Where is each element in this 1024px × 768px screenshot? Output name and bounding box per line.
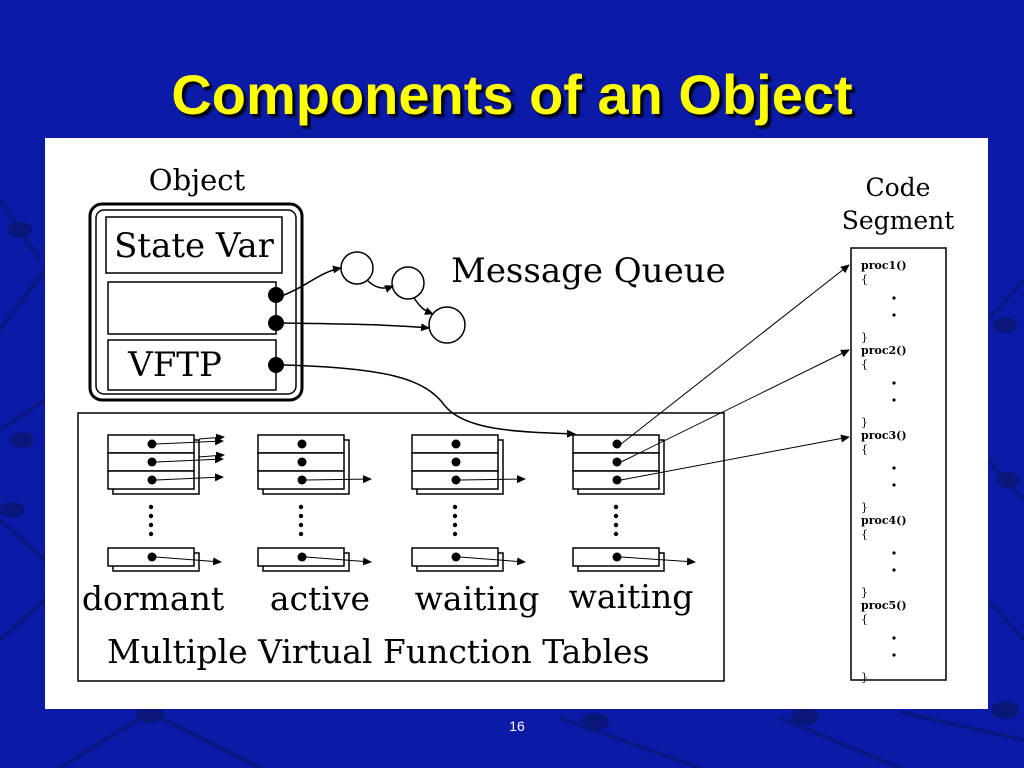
brace-close: } — [861, 586, 868, 599]
state-var-slot — [105, 216, 283, 274]
proc-block-4: proc4(){} — [861, 514, 907, 599]
vft-entry-dot — [612, 552, 622, 562]
proc-block-5: proc5(){} — [861, 599, 907, 684]
proc-name: proc5() — [861, 599, 907, 612]
proc-block-3: proc3(){} — [861, 429, 907, 514]
vft-entry-dot — [147, 552, 157, 562]
proc-name: proc2() — [861, 344, 907, 357]
proc-pointers — [620, 264, 850, 481]
vft-entry-dot — [147, 439, 157, 449]
vft-entry-dot — [612, 457, 622, 467]
table-label-waiting-1: waiting — [415, 579, 540, 618]
vft-entry-dot — [297, 552, 307, 562]
state-var-label: State Var — [114, 226, 275, 266]
vft-tables — [107, 433, 696, 572]
brace-open: { — [861, 443, 868, 456]
proc-name: proc4() — [861, 514, 907, 527]
vft-group-label: Multiple Virtual Function Tables — [107, 632, 650, 671]
brace-open: { — [861, 358, 868, 371]
proc-block-1: proc1(){} — [861, 259, 907, 344]
vft-group-box — [77, 412, 725, 682]
object-label: Object — [149, 163, 246, 197]
table-label-waiting-2: waiting — [569, 577, 694, 616]
vftp-label: VFTP — [127, 345, 222, 385]
code-segment-label-2: Segment — [842, 206, 955, 235]
vft-entry-dot — [612, 439, 622, 449]
vft-entry-dot — [451, 552, 461, 562]
slide-title: Components of an Object — [171, 63, 853, 126]
queue-node-2 — [391, 266, 425, 300]
brace-close: } — [861, 501, 868, 514]
page-number: 16 — [509, 718, 525, 734]
vft-entry-dot — [297, 457, 307, 467]
queue-pointer-dot-1 — [268, 287, 284, 303]
diagram-panel: Object State Var VFTP Message Queue dorm… — [45, 138, 988, 709]
vft-entry-dot — [147, 475, 157, 485]
message-queue-label: Message Queue — [451, 251, 726, 291]
queue-node-1 — [340, 251, 374, 285]
code-segment-label-1: Code — [866, 173, 931, 202]
code-segment-content: proc1(){}proc2(){}proc3(){}proc4(){}proc… — [861, 259, 907, 684]
proc-pointer — [620, 264, 850, 445]
proc-block-2: proc2(){} — [861, 344, 907, 429]
vft-table-1 — [107, 433, 225, 572]
brace-close: } — [861, 331, 868, 344]
vft-entry-dot — [147, 457, 157, 467]
brace-open: { — [861, 528, 868, 541]
code-segment-box — [850, 247, 947, 681]
vft-entry-dot — [451, 475, 461, 485]
vft-entry-dot — [451, 439, 461, 449]
vft-entry-dot — [297, 475, 307, 485]
vft-entry-dot — [612, 475, 622, 485]
vft-entry-dot — [297, 439, 307, 449]
table-label-dormant: dormant — [82, 579, 224, 618]
table-label-active: active — [270, 579, 370, 618]
vft-entry-dot — [451, 457, 461, 467]
vft-table-4 — [572, 434, 696, 572]
proc-pointer — [620, 349, 850, 463]
queue-node-3 — [428, 306, 466, 344]
brace-open: { — [861, 273, 868, 286]
brace-open: { — [861, 613, 868, 626]
brace-close: } — [861, 416, 868, 429]
vft-table-3 — [411, 434, 526, 572]
proc-pointer — [620, 434, 850, 481]
brace-close: } — [861, 671, 868, 684]
proc-name: proc3() — [861, 429, 907, 442]
queue-pointer-dot-2 — [268, 315, 284, 331]
proc-name: proc1() — [861, 259, 907, 272]
object-components-diagram: Object State Var VFTP Message Queue dorm… — [77, 163, 955, 684]
vftp-pointer-dot — [268, 357, 284, 373]
vft-table-2 — [257, 434, 372, 572]
message-slot — [107, 281, 277, 335]
object-box — [88, 202, 304, 402]
